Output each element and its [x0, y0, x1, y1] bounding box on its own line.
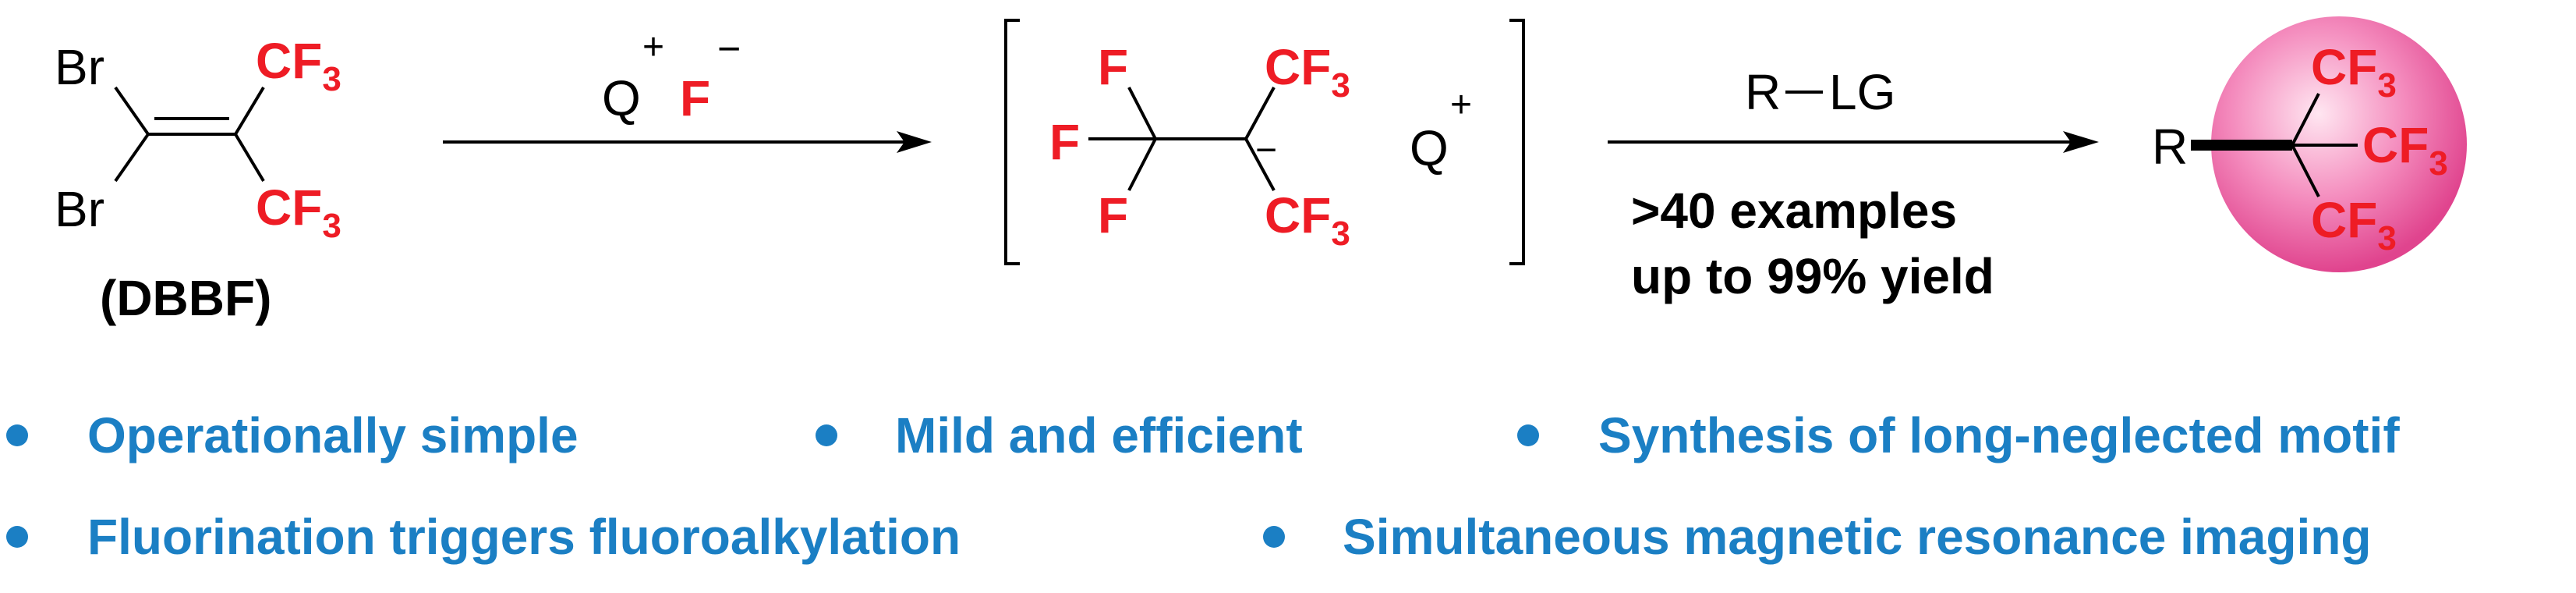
product-cf3-middle: CF3: [2362, 117, 2448, 183]
intermediate-cf3-top: CF3: [1265, 39, 1350, 105]
bullet-dot: [6, 526, 28, 548]
cf-text: CF: [256, 179, 322, 236]
max-yield: up to 99% yield: [1631, 248, 1994, 304]
reagent-fluoride: F: [680, 70, 710, 126]
dbbf-br-bottom: Br: [55, 181, 104, 237]
reagent-q: Q: [602, 70, 641, 126]
dbbf-cf3-bottom: CF3: [256, 179, 341, 245]
dbbf-br-top: Br: [55, 39, 104, 95]
arrow-1-head: [897, 131, 932, 153]
feature-fluorination-triggers: Fluorination triggers fluoroalkylation: [87, 509, 961, 565]
bond-br-bottom: [114, 133, 150, 183]
cf-text: CF: [1265, 187, 1331, 243]
feature-long-neglected-motif: Synthesis of long-neglected motif: [1598, 407, 2400, 463]
cf-text: CF: [1265, 39, 1331, 95]
dbbf-cf3-top: CF3: [256, 33, 341, 98]
reagent-q-plus: +: [642, 27, 664, 68]
counterion-q-plus: +: [1450, 84, 1472, 126]
intermediate-cf3-bottom: CF3: [1265, 187, 1350, 253]
bullet-dot: [1263, 526, 1285, 548]
dbbf-structure: Br Br CF3 CF3 (DBBF): [55, 33, 341, 326]
intermediate-f-top: F: [1098, 39, 1128, 95]
examples-count: >40 examples: [1631, 183, 1957, 239]
feature-mri: Simultaneous magnetic resonance imaging: [1343, 509, 2371, 565]
feature-list: Operationally simple Mild and efficient …: [6, 407, 2400, 565]
cf-text: CF: [2311, 39, 2377, 95]
bond-cf3-top: [1244, 87, 1276, 140]
intermediate-f-left: F: [1049, 114, 1080, 170]
subscript-3: 3: [2377, 219, 2396, 257]
bond-br-top: [114, 86, 150, 136]
left-bracket: [1004, 19, 1020, 265]
subscript-3: 3: [2377, 66, 2396, 105]
bond-cf3-top: [234, 86, 265, 136]
subscript-3: 3: [1331, 66, 1350, 105]
reaction-arrow-2: R LG >40 examples up to 99% yield: [1608, 64, 2099, 304]
product-r: R: [2152, 119, 2188, 175]
right-bracket: [1509, 19, 1525, 265]
bullet-dot: [1517, 424, 1539, 446]
bond-f-bottom: [1127, 138, 1157, 191]
reagent-lg: LG: [1829, 64, 1895, 120]
arrow-2-head: [2063, 131, 2099, 153]
bond-f-top: [1127, 87, 1157, 140]
bond-cf3-bottom: [1244, 138, 1276, 191]
product-structure: R CF3 CF3 CF3: [2152, 16, 2467, 272]
reaction-arrow-1: Q + F −: [443, 27, 932, 153]
product-cf3-bottom: CF3: [2311, 192, 2397, 257]
bullet-dot: [6, 424, 28, 446]
intermediate-f-bottom: F: [1098, 187, 1128, 243]
counterion-q: Q: [1410, 120, 1449, 176]
carbanion-charge: −: [1255, 130, 1277, 171]
subscript-3: 3: [2429, 144, 2447, 183]
feature-operationally-simple: Operationally simple: [87, 407, 579, 463]
cf-text: CF: [2311, 192, 2377, 248]
subscript-3: 3: [322, 60, 341, 98]
intermediate-structure: F F F CF3 CF3 − Q +: [1004, 19, 1525, 265]
bond-cf3-1: [2291, 93, 2320, 146]
bond-cf3-3: [2291, 144, 2320, 197]
bullet-dot: [816, 424, 837, 446]
product-cf3-top: CF3: [2311, 39, 2397, 105]
reagent-f-minus: −: [717, 27, 741, 72]
dbbf-label: (DBBF): [100, 270, 271, 326]
cf-text: CF: [2362, 117, 2429, 173]
subscript-3: 3: [322, 207, 341, 245]
reagent-r: R: [1745, 64, 1781, 120]
feature-mild-efficient: Mild and efficient: [895, 407, 1303, 463]
bond-cf3-bottom: [234, 133, 265, 183]
cf-text: CF: [256, 33, 322, 89]
subscript-3: 3: [1331, 215, 1350, 253]
